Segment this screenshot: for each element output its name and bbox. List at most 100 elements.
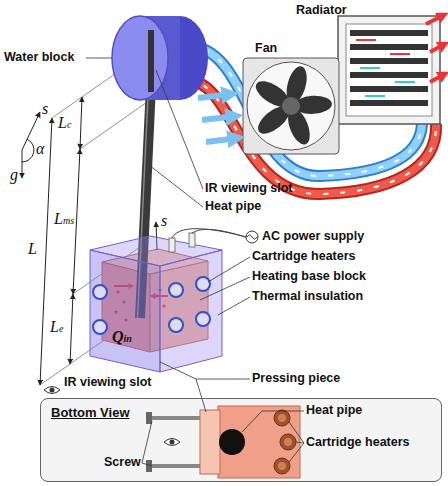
flow-mark xyxy=(365,95,385,97)
radiator-core xyxy=(346,24,432,116)
dimension-label: L xyxy=(28,240,37,258)
cartridge-heater xyxy=(169,283,183,297)
leader-line xyxy=(200,277,250,300)
part-label: AC power supply xyxy=(262,230,364,244)
dimension-label: Lms xyxy=(54,210,74,228)
power-wire xyxy=(192,229,246,237)
thermal-insulation xyxy=(90,236,222,266)
eye-icon xyxy=(44,387,60,394)
leader-line xyxy=(142,463,152,466)
part-label: Screw xyxy=(104,456,141,470)
radiator-frame xyxy=(338,16,440,124)
part-label: Water block xyxy=(4,51,74,65)
axis-symbol: s xyxy=(42,100,48,118)
cartridge-heater xyxy=(280,434,296,450)
axis-symbol: g xyxy=(10,166,18,184)
leader-line xyxy=(218,297,250,315)
leader-line xyxy=(196,379,206,412)
part-label: Heat pipe xyxy=(205,200,261,214)
cartridge-heater xyxy=(278,414,286,422)
eye-icon xyxy=(164,439,180,446)
cartridge-heater xyxy=(284,438,292,446)
heat-arrow xyxy=(430,44,445,52)
water-block xyxy=(112,16,168,100)
inset-background xyxy=(40,398,442,482)
radiator-fin xyxy=(350,44,428,50)
part-label: Radiator xyxy=(296,4,347,18)
ac-source-symbol xyxy=(246,231,258,243)
radiator-fin xyxy=(350,72,428,78)
cartridge-heater xyxy=(93,285,107,299)
dimension-label: Le xyxy=(50,318,63,336)
air-arrow xyxy=(198,94,232,98)
screw-head xyxy=(146,412,152,424)
angle-symbol: α xyxy=(36,140,44,158)
radiator-fin xyxy=(350,86,428,92)
leader-line xyxy=(156,70,203,189)
leader-line xyxy=(242,411,304,432)
leader-line xyxy=(289,443,304,462)
heater-rod xyxy=(189,233,195,247)
axis-symbol: s xyxy=(161,212,167,230)
cartridge-heater xyxy=(274,410,290,426)
heat-arrow xyxy=(426,15,444,24)
flow-mark xyxy=(360,67,380,69)
radiator-fin xyxy=(350,58,428,64)
cartridge-heater xyxy=(169,318,183,332)
ir-viewing-slot xyxy=(148,30,154,92)
leader-line xyxy=(86,58,112,59)
dimension-line xyxy=(73,149,80,294)
ac-source-symbol xyxy=(247,235,257,239)
dimension-line xyxy=(80,97,82,149)
heat-pipe-section xyxy=(219,429,245,455)
part-label: Thermal insulation xyxy=(252,290,363,304)
heater-rod xyxy=(169,238,175,252)
part-label: Cartridge heaters xyxy=(306,436,410,450)
dimension-line xyxy=(40,118,52,385)
flow-mark xyxy=(395,81,415,83)
flow-mark xyxy=(356,39,376,41)
radiator-fin xyxy=(350,100,428,106)
dimension-label: Lc xyxy=(58,114,71,132)
cartridge-heater xyxy=(274,458,290,474)
eye-icon xyxy=(170,440,175,445)
extension-line xyxy=(80,100,150,149)
part-label: IR viewing slot xyxy=(64,376,152,390)
thermal-insulation xyxy=(160,250,222,372)
cartridge-heater xyxy=(278,462,286,470)
leader-line xyxy=(160,362,250,379)
part-label: Fan xyxy=(255,42,277,56)
heat-input-symbol: Qin xyxy=(112,328,132,346)
leader-line xyxy=(208,257,250,282)
leader-line xyxy=(289,422,304,443)
cartridge-heater xyxy=(196,312,210,326)
fan-hub xyxy=(282,97,300,115)
fan-frame xyxy=(243,58,339,154)
power-wire xyxy=(172,229,246,238)
radiator-fin xyxy=(350,30,428,36)
heating-base-block xyxy=(218,406,300,478)
angle-arc xyxy=(22,139,34,162)
pressing-piece xyxy=(200,410,220,474)
part-label: Pressing piece xyxy=(252,372,340,386)
axis-g xyxy=(22,150,23,178)
part-label: IR viewing slot xyxy=(205,182,293,196)
part-label: Heat pipe xyxy=(306,404,362,418)
flow-mark xyxy=(390,53,410,55)
cartridge-heater xyxy=(93,320,107,334)
thermal-insulation xyxy=(90,250,160,372)
air-arrow xyxy=(202,116,236,120)
fan-ring xyxy=(247,62,335,150)
heat-arrow xyxy=(430,74,445,82)
eye-icon xyxy=(50,388,55,393)
leader-line xyxy=(142,421,152,463)
leader-line xyxy=(149,165,203,207)
part-label: Heating base block xyxy=(252,270,366,284)
cartridge-heater xyxy=(196,277,210,291)
dimension-line xyxy=(70,294,73,364)
part-label: Cartridge heaters xyxy=(252,250,356,264)
leader-line xyxy=(296,442,304,443)
air-arrow xyxy=(206,138,238,142)
panel-heading: Bottom View xyxy=(51,405,130,420)
